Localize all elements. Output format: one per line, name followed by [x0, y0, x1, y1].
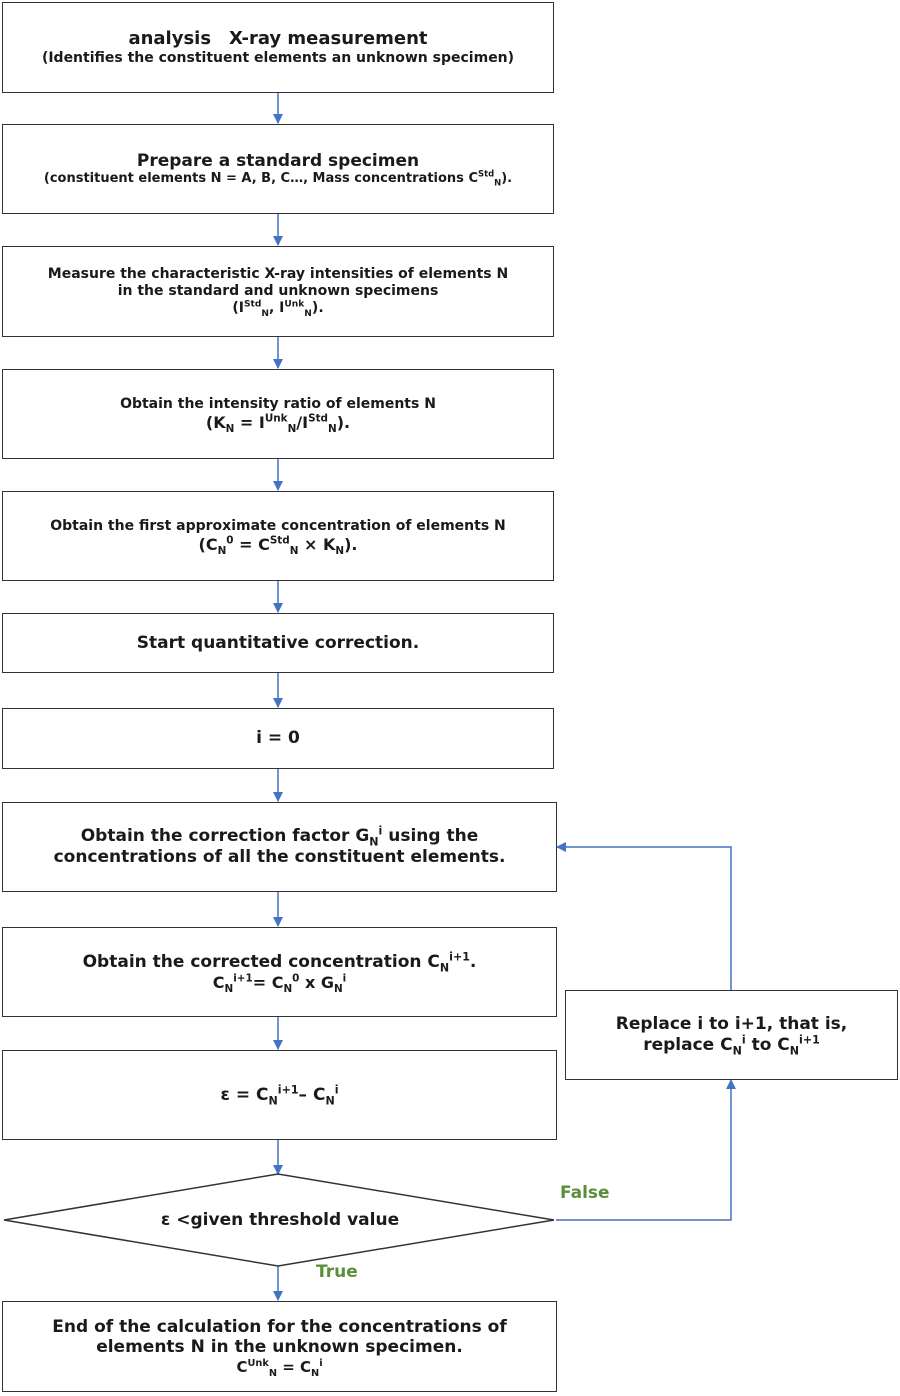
step-end-formula: CUnkN = CNi: [236, 1358, 323, 1380]
step-replace-line1: Replace i to i+1, that is,: [615, 1014, 848, 1035]
step-init-text: i = 0: [256, 728, 300, 749]
step-end-line1: End of the calculation for the concentra…: [52, 1316, 507, 1337]
step-init-i: i = 0: [2, 708, 554, 769]
step-start-correction: Start quantitative correction.: [2, 613, 554, 673]
decision-text: ε <given threshold value: [160, 1210, 400, 1230]
step-prepare-standard: Prepare a standard specimen (constituent…: [2, 124, 554, 214]
step-correction-factor: Obtain the correction factor GNi using t…: [2, 802, 557, 892]
step-measure-line2: in the standard and unknown specimens: [117, 282, 439, 299]
step-start-title: Start quantitative correction.: [136, 632, 420, 653]
step-epsilon-formula: ε = CNi+1– CNi: [220, 1082, 339, 1108]
step-first-title: Obtain the first approximate concentrati…: [50, 517, 506, 534]
step-prepare-subtitle: (constituent elements N = A, B, C…, Mass…: [43, 169, 513, 189]
step-factor-line1: Obtain the correction factor GNi using t…: [80, 824, 479, 849]
step-corrected-concentration: Obtain the corrected concentration CNi+1…: [2, 927, 557, 1017]
step-xray-title: analysis X-ray measurement: [128, 27, 428, 49]
step-replace-line2: replace CNi to CNi+1: [643, 1033, 820, 1058]
label-false: False: [560, 1183, 610, 1203]
step-prepare-title: Prepare a standard specimen: [136, 150, 420, 171]
step-xray-measurement: analysis X-ray measurement (Identifies t…: [2, 2, 554, 93]
decision-diamond: [3, 1173, 555, 1267]
step-xray-subtitle: (Identifies the constituent elements an …: [41, 49, 515, 66]
arrow-replace-to-factor: [556, 842, 732, 990]
step-measure-line1: Measure the characteristic X-ray intensi…: [47, 265, 509, 282]
step-epsilon: ε = CNi+1– CNi: [2, 1050, 557, 1140]
label-true: True: [316, 1262, 358, 1282]
step-ratio-formula: (KN = IUnkN/IStdN).: [205, 412, 351, 435]
step-first-approximation: Obtain the first approximate concentrati…: [2, 491, 554, 581]
step-factor-line2: concentrations of all the constituent el…: [53, 847, 506, 867]
step-corrected-formula: CNi+1= CN0 x GNi: [212, 972, 347, 995]
step-end-calculation: End of the calculation for the concentra…: [2, 1301, 557, 1392]
step-corrected-line1: Obtain the corrected concentration CNi+1…: [82, 950, 477, 975]
step-first-formula: (CN0 = CStdN × KN).: [198, 534, 358, 557]
step-measure-intensities: Measure the characteristic X-ray intensi…: [2, 246, 554, 337]
step-intensity-ratio: Obtain the intensity ratio of elements N…: [2, 369, 554, 459]
decision-threshold: ε <given threshold value: [0, 1175, 560, 1265]
step-measure-formula: (IStdN, IUnkN).: [232, 299, 324, 319]
step-end-line2: elements N in the unknown specimen.: [96, 1337, 463, 1358]
step-replace-i: Replace i to i+1, that is, replace CNi t…: [565, 990, 898, 1080]
arrow-false-to-replace: [556, 1079, 736, 1221]
step-ratio-title: Obtain the intensity ratio of elements N: [120, 395, 436, 412]
